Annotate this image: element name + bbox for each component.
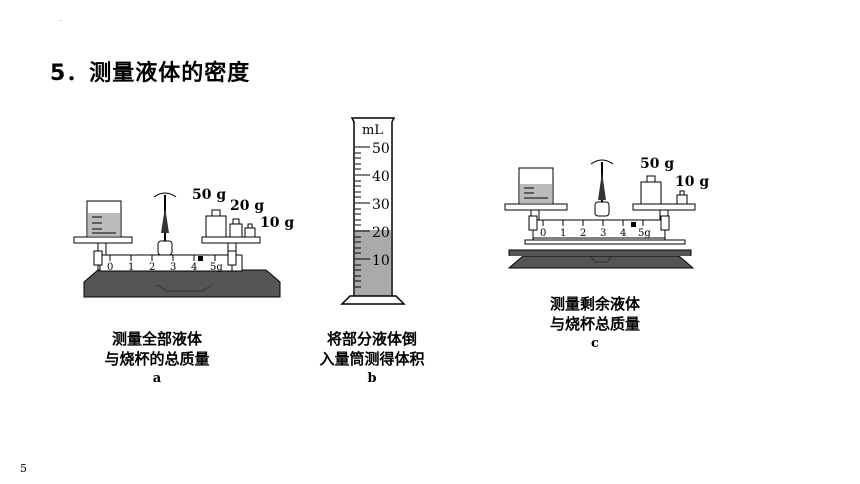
- weight-20g: [229, 218, 243, 238]
- figure-letter-b: b: [367, 371, 377, 386]
- figure-letter-a: a: [152, 371, 162, 386]
- liquid-column: [355, 230, 391, 296]
- weight-label-10g: 10 g: [260, 215, 294, 231]
- cylinder-tick-10: 10: [372, 253, 390, 269]
- weight-10g: [244, 223, 256, 238]
- cylinder-tick-30: 30: [372, 197, 390, 213]
- scale-tick-4: 4: [620, 228, 626, 239]
- cylinder-tick-20: 20: [372, 225, 390, 241]
- balance-diagram-a: 50 g 20 g 10 g 0 1 2 3 4 5g: [73, 187, 294, 298]
- cylinder-base: [340, 295, 406, 305]
- decorative-dot: [60, 20, 61, 21]
- cylinder-unit: mL: [362, 123, 383, 138]
- scale-tick-5g: 5g: [210, 262, 223, 273]
- weight-label-20g: 20 g: [230, 198, 264, 214]
- cylinder-tick-40: 40: [372, 169, 390, 185]
- scale-tick-5g: 5g: [638, 228, 651, 239]
- pointer-dial: [153, 192, 177, 256]
- left-nut: [93, 250, 103, 266]
- cylinder-ticks: [355, 146, 370, 288]
- scale-tick-3: 3: [600, 228, 606, 239]
- right-pan: [632, 203, 696, 211]
- scale-tick-4: 4: [191, 262, 197, 273]
- weight-50g: [205, 209, 227, 238]
- scale-tick-1: 1: [128, 262, 134, 273]
- right-nut: [660, 215, 670, 231]
- beaker-remaining: [518, 167, 554, 205]
- scale-tick-0: 0: [540, 228, 546, 239]
- beam-scale-ticks: [109, 255, 216, 261]
- weight-label-10g: 10 g: [675, 174, 709, 190]
- right-nut: [227, 250, 237, 266]
- weight-50g: [640, 175, 662, 205]
- page-number: 5: [20, 462, 27, 475]
- caption-b: 将部分液体倒 入量筒测得体积 b: [292, 329, 452, 389]
- left-pan: [73, 236, 133, 244]
- scale-tick-1: 1: [560, 228, 566, 239]
- graduated-cylinder-diagram: mL 50 40 30 20 10: [340, 117, 406, 305]
- scale-tick-2: 2: [580, 228, 586, 239]
- weight-label-50g: 50 g: [640, 156, 674, 172]
- pointer-dial: [590, 159, 614, 217]
- balance-base: [83, 269, 281, 298]
- rider: [198, 256, 203, 261]
- scale-tick-2: 2: [149, 262, 155, 273]
- caption-c: 测量剩余液体 与烧杯总质量 c: [515, 294, 675, 354]
- cylinder-tick-50: 50: [372, 141, 390, 157]
- beaker-full: [86, 200, 122, 238]
- scale-tick-3: 3: [170, 262, 176, 273]
- rider: [631, 222, 636, 227]
- page-title: 5．测量液体的密度: [50, 61, 251, 86]
- balance-diagram-c: 50 g 10 g 0 1 2 3 4 5g: [504, 156, 709, 269]
- weight-10g: [676, 190, 688, 205]
- caption-a: 测量全部液体 与烧杯的总质量 a: [72, 329, 242, 389]
- beam-scale-ticks: [542, 220, 644, 226]
- weight-label-50g: 50 g: [192, 187, 226, 203]
- left-pan: [504, 203, 568, 211]
- right-pan: [201, 236, 261, 244]
- scale-tick-0: 0: [107, 262, 113, 273]
- left-nut: [528, 215, 538, 231]
- figure-letter-c: c: [591, 336, 599, 351]
